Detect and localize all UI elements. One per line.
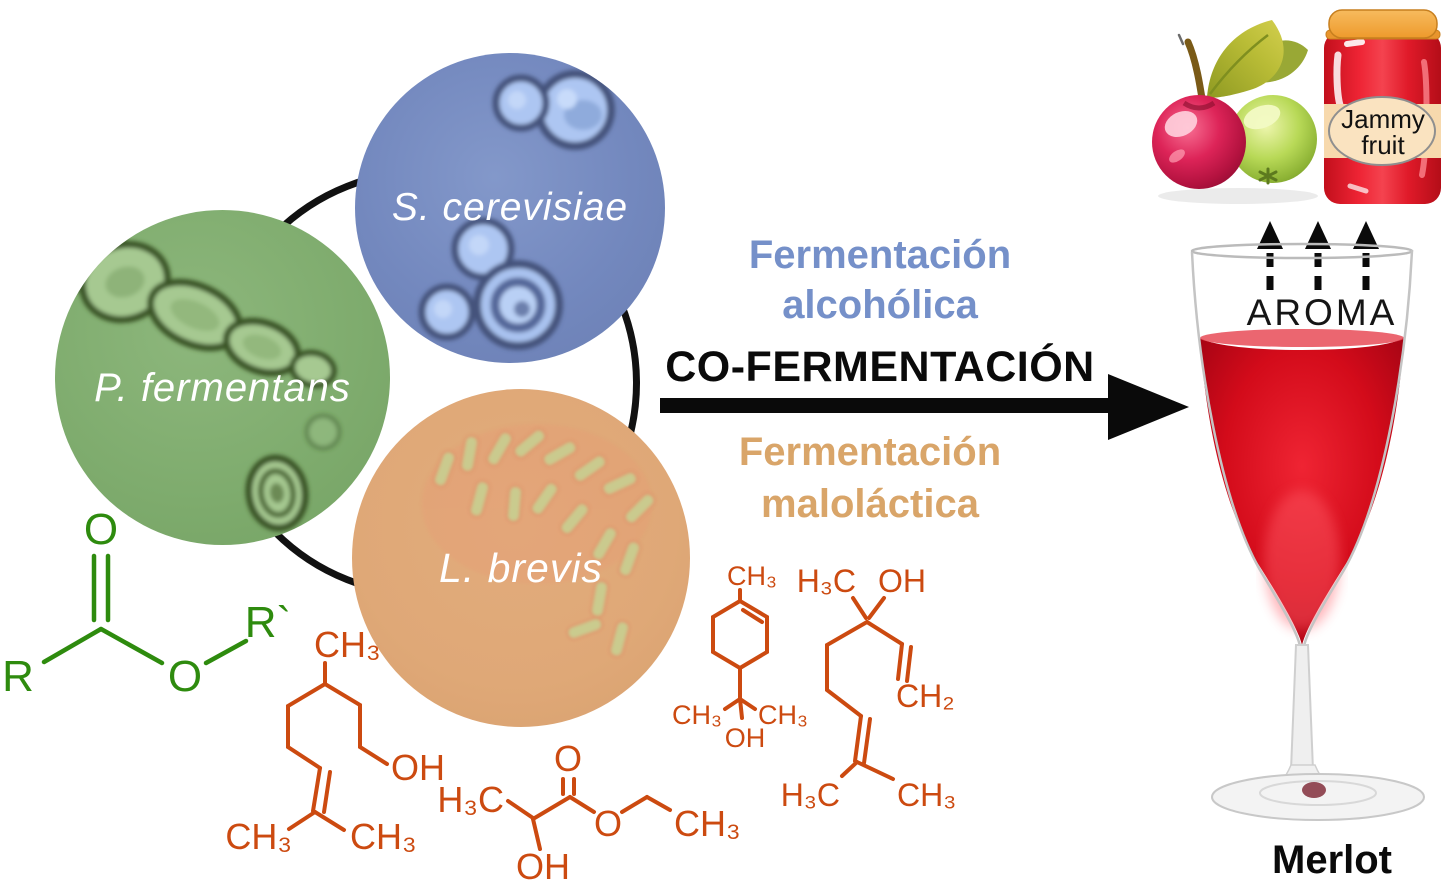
apple-leaf — [1207, 20, 1308, 98]
wine-surface — [1200, 329, 1404, 347]
linalool-h3c-bottom: H₃C — [781, 777, 840, 813]
ethyl-lactate-structure: H₃C OH O O CH₃ — [437, 738, 740, 886]
jam-jar-label-line1: Jammy — [1341, 104, 1425, 134]
vapor-arrow — [1305, 221, 1331, 291]
jam-jar-lid — [1328, 9, 1438, 39]
ethyl-lactate-oh: OH — [516, 846, 570, 886]
pichia-fermentans-label: P. fermentans — [94, 366, 351, 410]
yeast-cells-illustration — [418, 70, 615, 350]
lactobacillus-brevis-label: L. brevis — [439, 545, 603, 591]
glass-bowl-right-edge — [1302, 249, 1414, 647]
malolactic-fermentation-line2: maloláctica — [761, 482, 979, 526]
pichia-fermentans-micrograph: P. fermentans — [55, 210, 390, 545]
fruit-aroma-illustration: Jammy fruit — [1152, 9, 1441, 204]
saccharomyces-cerevisiae-label: S. cerevisiae — [391, 186, 629, 229]
malolactic-fermentation-label: Fermentación maloláctica — [680, 426, 1060, 530]
cofermentation-arrow — [660, 374, 1189, 440]
arrow-shaft — [660, 398, 1127, 413]
glass-rim — [1190, 242, 1414, 260]
alcoholic-fermentation-label: Fermentación alcohólica — [690, 230, 1070, 330]
glass-foot-ring — [1259, 780, 1377, 806]
wine-glass-illustration: AROMA — [1190, 221, 1425, 821]
citronellol-ch3-left: CH₃ — [225, 816, 292, 857]
ethyl-lactate-ch3: CH₃ — [674, 803, 741, 844]
apple-stem — [1177, 33, 1207, 109]
citronellol-oh: OH — [391, 747, 445, 788]
ethyl-lactate-h3c: H₃C — [437, 779, 504, 820]
cofermentation-label: CO-FERMENTACIÓN — [665, 343, 1095, 391]
citronellol-ch3-right: CH₃ — [350, 816, 417, 857]
citronellol-ch3-top: CH₃ — [314, 624, 381, 665]
pichia-cells-illustration — [55, 210, 342, 532]
alcoholic-fermentation-line1: Fermentación — [748, 233, 1012, 277]
terpineol-ch3-top: CH₃ — [727, 561, 777, 591]
ethyl-lactate-carbonyl-oxygen: O — [554, 738, 582, 779]
arrow-head — [1108, 374, 1189, 440]
ethyl-lactate-ester-oxygen: O — [594, 803, 622, 844]
aroma-compound-structures: O R O R` CH₃ CH₃ CH₃ OH H₃C — [2, 505, 957, 886]
fruit-shadow — [1158, 188, 1318, 204]
jam-jar: Jammy fruit — [1324, 9, 1441, 204]
green-apple — [1229, 95, 1317, 185]
merlot-label: Merlot — [1272, 838, 1392, 882]
linalool-h3c-top: H₃C — [797, 563, 856, 599]
aroma-vapor-arrows — [1257, 221, 1379, 291]
jam-jar-label-line2: fruit — [1361, 130, 1405, 160]
terpineol-oh: OH — [725, 723, 766, 753]
glass-stem — [1289, 644, 1315, 771]
bacteria-rods-illustration — [422, 424, 656, 658]
ester-r-prime-group: R` — [245, 598, 291, 647]
ester-oxygen: O — [168, 652, 202, 701]
red-apple — [1152, 95, 1246, 189]
linalool-structure: H₃C OH CH₂ H₃C CH₃ — [781, 563, 957, 813]
jam-jar-label-oval — [1328, 96, 1436, 166]
alpha-terpineol-structure: CH₃ CH₃ CH₃ OH — [672, 561, 808, 753]
terpineol-ch3-left: CH₃ — [672, 700, 722, 730]
linalool-oh: OH — [878, 563, 926, 599]
wine-reflection — [1302, 782, 1326, 798]
vapor-arrow — [1353, 221, 1379, 291]
wine-highlight — [1264, 490, 1340, 630]
terpineol-ch3-right: CH₃ — [758, 700, 808, 730]
generic-ester-structure: O R O R` — [2, 505, 291, 701]
malolactic-fermentation-line1: Fermentación — [738, 430, 1002, 474]
aroma-label: AROMA — [1247, 292, 1398, 333]
citronellol-structure: CH₃ CH₃ CH₃ OH — [225, 624, 445, 857]
lactobacillus-brevis-micrograph: L. brevis — [352, 389, 690, 727]
alcoholic-fermentation-line2: alcohólica — [782, 283, 978, 327]
ester-r-group: R — [2, 652, 34, 701]
vapor-arrow — [1257, 221, 1283, 291]
linalool-ch2: CH₂ — [896, 678, 955, 714]
glass-bowl-left-edge — [1190, 251, 1302, 647]
saccharomyces-cerevisiae-micrograph: S. cerevisiae — [355, 53, 665, 363]
ester-carbonyl-oxygen: O — [84, 505, 118, 554]
linalool-ch3-bottom: CH₃ — [897, 777, 956, 813]
green-apple-calyx — [1258, 167, 1278, 185]
